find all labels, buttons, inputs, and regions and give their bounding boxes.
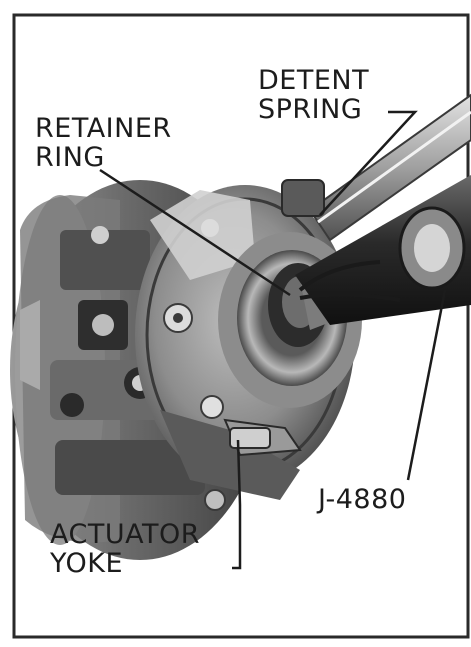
actuator-yoke-part	[223, 418, 302, 457]
label-tool-j4880: J-4880	[318, 485, 406, 514]
leader-actuator-yoke	[232, 439, 242, 570]
label-detent-spring-line1: DETENT	[258, 65, 370, 96]
label-actuator-yoke: ACTUATOR YOKE	[50, 520, 200, 578]
label-tool-line1: J-4880	[318, 484, 407, 515]
tool-upper-arm	[281, 93, 471, 242]
label-actuator-yoke-line1: ACTUATOR	[50, 519, 200, 550]
tool-lower-handle	[295, 175, 471, 325]
leader-retainer-ring	[99, 168, 291, 297]
leader-lines	[99, 110, 447, 570]
leader-detent-spring	[319, 110, 418, 216]
label-detent-spring-line2: SPRING	[258, 94, 363, 125]
label-retainer-ring-line1: RETAINER	[35, 113, 172, 144]
leader-tool	[406, 289, 447, 481]
label-actuator-yoke-line2: YOKE	[50, 548, 124, 579]
label-retainer-ring-line2: RING	[35, 142, 105, 173]
label-retainer-ring: RETAINER RING	[35, 114, 172, 172]
label-detent-spring: DETENT SPRING	[258, 66, 369, 124]
